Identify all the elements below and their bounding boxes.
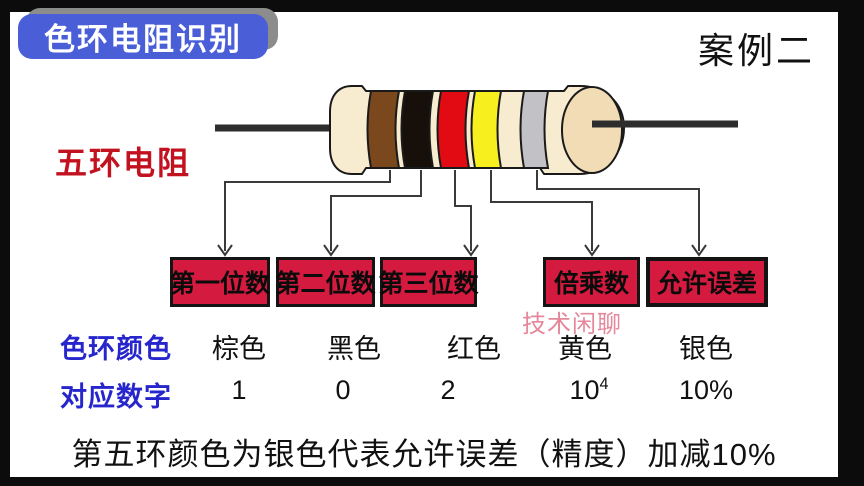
color-cell-2: 黑色 <box>327 334 381 364</box>
arrowhead-3 <box>463 244 479 257</box>
band-black <box>400 90 435 169</box>
arrowhead-5 <box>691 244 707 257</box>
arrow-line-5 <box>536 170 700 251</box>
digit-box-5-label: 允许误差 <box>656 270 757 298</box>
band-brown <box>366 90 401 169</box>
arrow-line-4 <box>490 170 593 251</box>
digit-box-3-label: 第三位数 <box>378 270 479 298</box>
title-badge: 色环电阻识别 <box>18 14 268 59</box>
arrowhead-2 <box>323 244 339 257</box>
color-cell-3: 红色 <box>447 334 501 364</box>
color-cell-5: 银色 <box>679 334 733 364</box>
digit-box-1: 第一位数 <box>170 257 270 307</box>
digit-cell-4-base: 10 <box>569 375 600 405</box>
digit-row-label: 对应数字 <box>60 382 172 412</box>
arrowhead-4 <box>584 244 600 257</box>
digit-box-4-label: 倍乘数 <box>553 270 629 298</box>
digit-box-4: 倍乘数 <box>543 257 640 307</box>
band-silver <box>519 90 550 169</box>
band-yellow <box>470 90 503 169</box>
digit-cell-2: 0 <box>335 375 351 405</box>
section-label-five-band-resistor: 五环电阻 <box>55 145 192 181</box>
color-row-label: 色环颜色 <box>60 334 172 364</box>
title-badge-label: 色环电阻识别 <box>44 22 242 57</box>
arrow-line-2 <box>330 170 422 251</box>
arrow-line-3 <box>454 170 472 251</box>
footer-note: 第五环颜色为银色代表允许误差（精度）加减10% <box>71 437 777 472</box>
digit-box-2: 第二位数 <box>275 257 376 307</box>
digit-cell-3: 2 <box>440 375 456 405</box>
digit-box-1-label: 第一位数 <box>170 270 271 298</box>
digit-box-3: 第三位数 <box>378 257 479 307</box>
color-cell-4: 黄色 <box>558 334 612 364</box>
digit-box-5: 允许误差 <box>646 257 768 307</box>
arrow-line-1 <box>224 170 391 251</box>
digit-cell-1: 1 <box>231 375 247 405</box>
band-red <box>436 90 471 169</box>
digit-cell-5: 10% <box>678 375 734 405</box>
color-cell-1: 棕色 <box>212 334 266 364</box>
arrowhead-1 <box>217 244 233 257</box>
resistor-end-face <box>561 86 623 174</box>
digit-cell-4: 104 <box>534 375 644 406</box>
digit-cell-4-exponent: 4 <box>599 375 609 393</box>
watermark: 技术闲聊 <box>522 311 622 338</box>
digit-box-2-label: 第二位数 <box>275 270 376 298</box>
case-label: 案例二 <box>698 30 816 71</box>
